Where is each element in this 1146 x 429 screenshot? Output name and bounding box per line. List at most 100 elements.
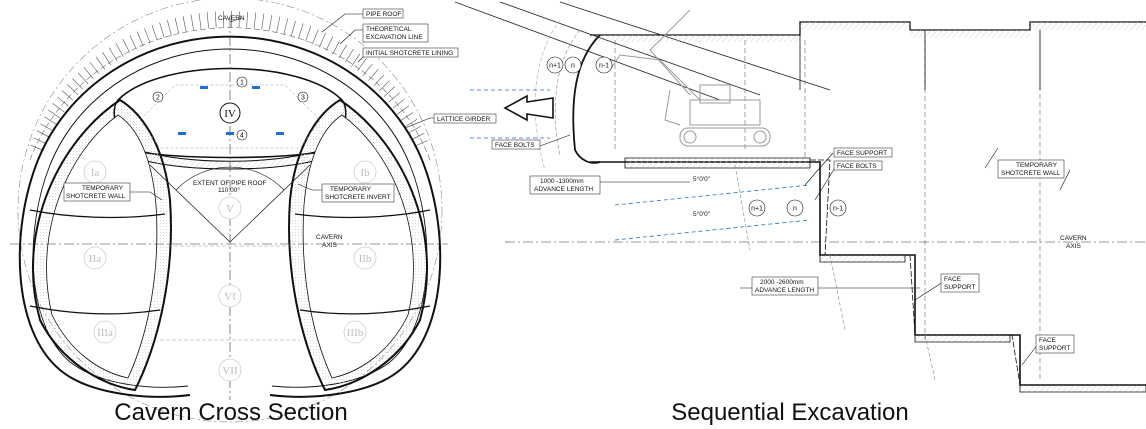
pipe-roof-ray [325,36,334,51]
zone-iiia: IIIa [93,320,117,344]
pipe-roof-ray [108,47,118,61]
pipe-roof-ray [305,26,312,42]
label-advance1-label: ADVANCE LENGTH [534,186,593,193]
label-seq-axis-2: AXIS [1066,243,1081,250]
pipe-roof-ray [290,20,296,37]
label-face-support-mid-2: SUPPORT [944,284,975,291]
sequence-circle-top-3: n-1 [595,56,613,74]
svg-text:IIIb: IIIb [347,327,364,339]
pipe-roof-ray [52,103,65,113]
bolt-markers [178,86,284,135]
left-drift-divider-lower [29,305,161,315]
label-lattice-girder: LATTICE GIRDER [437,116,491,123]
sequence-circle-mid-3: n-1 [829,199,847,217]
bench-profile-upper [590,161,1146,386]
label-seq-temp-wall-2: SHOTCRETE WALL [1001,170,1061,177]
pipe-roof-ray [44,116,57,125]
zone-iib: IIb [353,246,377,270]
pipe-roof-ray [283,18,288,35]
label-initial-shotcrete: INITIAL SHOTCRETE LINING [366,50,453,57]
svg-text:IV: IV [224,108,236,120]
pipe-roof-ray [319,32,326,48]
svg-text:n+1: n+1 [751,206,763,213]
bench-profile-low [914,334,1011,343]
zone-iv: IV [219,102,241,124]
pipe-roof-ray [57,96,69,107]
label-angle1: 5°0'0" [693,175,711,183]
zone-ia: Ia [83,160,107,184]
pipe-roof-ray [276,16,281,33]
pipe-roof-ray [261,13,265,30]
pipe-roof-ray [83,67,94,80]
sequence-circle-1: 1 [236,76,248,88]
label-face-support-top: FACE SUPPORT [837,150,887,157]
sequence-circle-4: 4 [236,129,248,141]
pipe-roof-ray [36,130,50,138]
pipe-roof-ray [77,72,89,85]
zone-vii: VII [218,358,242,382]
pipe-roof-ray [362,63,373,76]
heading-face-curve [572,34,601,164]
outer-wall-left [18,159,191,398]
pipe-roof-ray [351,53,361,67]
label-face-bolts-left: FACE BOLTS [495,142,535,149]
extent-line-left [149,164,231,243]
zone-iiib: IIIb [343,320,367,344]
label-axis-2: AXIS [322,242,337,249]
svg-text:4: 4 [240,133,244,140]
sequential-leaders [539,134,1071,366]
svg-text:V: V [226,203,234,215]
top-lining-band [590,22,1146,42]
inner-wall-right [271,164,428,388]
sequence-circle-top-2: n [564,56,582,74]
pipe-roof-ray [48,109,61,119]
pipe-roof-ray [206,12,209,29]
pipe-roof-ray [182,16,187,32]
bench-profile-mid [819,254,906,263]
sequence-circle-mid-1: n+1 [748,199,766,217]
bench-profile-lining [624,157,811,169]
pipe-roof-ray [378,80,390,92]
pipe-roof-ray [408,125,422,134]
sequence-circle-2: 2 [152,91,164,103]
pipe-roof-ray [368,69,379,81]
pipe-roof-ray [312,29,319,45]
pipe-roof-ray [268,14,273,31]
svg-text:Ib: Ib [360,167,370,179]
segment-solid-lines [799,30,1041,90]
zone-iia: IIa [83,246,107,270]
pipe-roof-ray [253,12,257,29]
pipe-roof-ray [89,61,100,75]
label-seq-temp-wall-1: TEMPORARY [1016,162,1058,169]
heading-face-curve-dashed [554,29,581,156]
caption-cross-section: Cavern Cross Section [114,399,347,426]
svg-text:Ia: Ia [91,167,100,179]
label-theoretical-2: EXCAVATION LINE [366,34,423,41]
pipe-roof-ray [338,44,347,59]
pipe-roof-ray [66,84,79,95]
zone-v: V [218,196,242,220]
svg-text:IIIa: IIIa [97,327,113,339]
face-step-outline [810,159,1021,386]
pipe-roof-ray [383,86,396,97]
label-temp-wall-1: TEMPORARY [82,185,124,192]
svg-text:VI: VI [224,291,236,303]
zone-vi: VI [218,284,242,308]
svg-text:n: n [793,206,797,213]
pipe-roof-lines [454,1,831,101]
pipe-roof-ray [332,40,341,55]
pipe-roof-ray [129,35,137,50]
pipe-roof-ray [246,11,248,28]
left-drift-divider-upper [29,209,166,219]
svg-text:VII: VII [222,365,238,377]
label-angle2: 5°0'0" [693,210,711,218]
label-cavern: CAVERN [218,15,245,22]
pipe-roof-ray [373,74,385,87]
pipe-roof-ray [190,14,194,31]
pipe-roof-ray [174,17,180,34]
cross-section-diagram: 1 2 3 4 IV Ia Ib V [10,0,497,426]
pipe-roof-ray [388,92,400,103]
excavator-sketch [609,9,771,147]
pipe-roof-ray [122,38,131,53]
dashed-support-lines [734,164,936,381]
